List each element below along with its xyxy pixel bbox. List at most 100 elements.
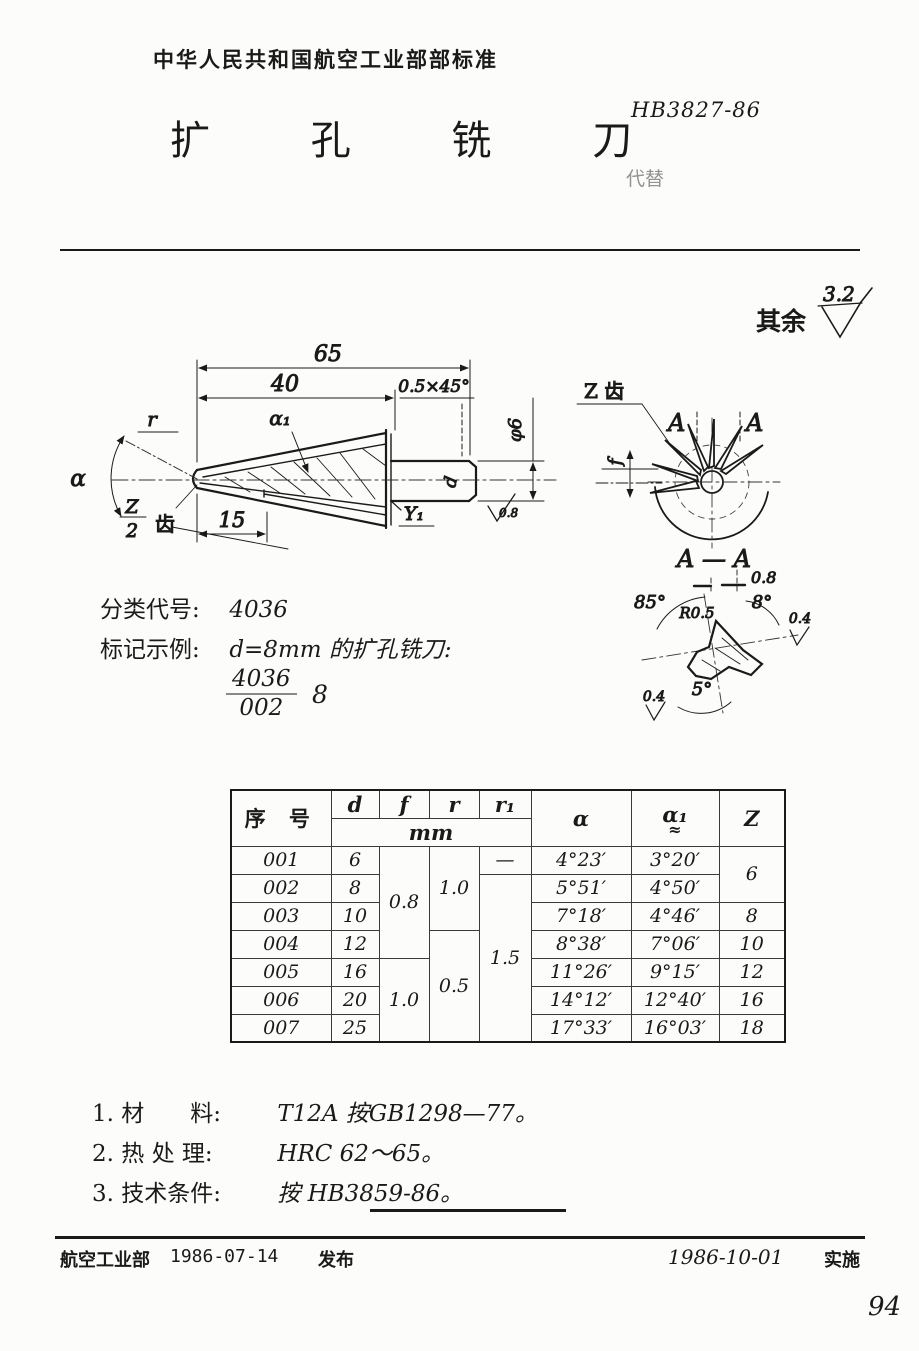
table-row: 006 20 14°12′ 12°40′ 16 [230,985,786,1015]
cell-z: 16 [718,985,786,1015]
marking-example-value: d=8mm 的扩孔铣刀: [229,637,452,663]
cell-seq: 005 [230,957,332,987]
cell-alpha: 7°18′ [530,901,632,931]
cell-d: 8 [330,873,380,903]
cell-z-merged: 6 [718,845,786,903]
surface-finish-value: 3.2 [823,282,855,306]
cell-r-merged: 1.0 [428,845,480,931]
y1-label: Y₁ [404,503,424,525]
unit-header-mm: mm [330,817,532,847]
note-value: HRC 62～65。 [277,1141,445,1167]
marking-example-label: 标记示例: [100,637,200,663]
angle-5-label: 5° [692,679,712,700]
note-label: 3. 技术条件: [92,1181,222,1207]
cell-r-merged: 0.5 [428,929,480,1043]
cell-r1: — [478,845,532,875]
end-view-annotations: Z 齿 f A A [576,379,764,498]
roughness-check-icon [821,287,873,339]
table-row: 007 25 17°33′ 16°03′ 18 [230,1013,786,1043]
cell-alpha: 14°12′ [530,985,632,1015]
dim-40-label: 40 [270,372,299,397]
cell-alpha1: 16°03′ [630,1013,720,1043]
angle-8-label: 8° [752,592,772,613]
radius-r05-label: R0.5 [678,604,714,622]
footer-implementation-label: 实施 [824,1250,860,1270]
col-header-d: d [330,789,380,819]
surface-finish-others-label: 其余 [756,307,806,336]
cell-d: 6 [330,845,380,875]
centerlines [111,440,557,481]
cell-alpha: 8°38′ [530,929,632,959]
cell-alpha1: 12°40′ [630,985,720,1015]
roughness-check-icon [487,493,516,523]
surface-finish-note: 其余 3.2 [756,282,873,339]
approx-symbol: ≈ [668,819,682,839]
cell-alpha: 11°26′ [530,957,632,987]
f-offset-label: f [605,455,626,467]
roughness-08-value: 0.8 [499,506,518,520]
shank-diameter-label: φ6 [505,418,526,442]
designation-fraction-numerator: 4036 [226,668,297,695]
cutter-end-view [647,417,781,549]
page-number: 94 [868,1292,902,1322]
note-value: T12A 按GB1298—77。 [277,1101,538,1127]
parameter-table: 序 号 d f r r₁ α α₁≈ Z mm 001 6 0.8 1.0 — … [230,789,786,1043]
end-of-text-divider [370,1209,566,1212]
section-hatching [224,448,387,500]
land-width-value: 0.8 [751,568,776,587]
section-letter-a-left: A [666,409,685,437]
cell-seq: 001 [230,845,332,875]
col-header-z: Z [718,789,786,847]
section-letter-a-right: A [744,409,763,437]
note-label: 2. 热 处 理: [92,1141,213,1167]
cell-f-merged: 0.8 [378,845,430,959]
col-header-alpha1: α₁≈ [630,789,720,847]
roughness-check-icon [789,626,810,647]
table-row: 001 6 0.8 1.0 — 4°23′ 3°20′ 6 [230,845,786,959]
cell-alpha1: 3°20′ [630,845,720,875]
designation-fraction-denominator: 002 [239,695,284,721]
cell-d: 10 [330,901,380,931]
cell-d: 16 [330,957,380,987]
rake-angle-r-label: r [147,407,158,431]
roughness-04-bottom-value: 0.4 [643,689,665,705]
footer-issue-date: 1986-07-14 [170,1246,279,1267]
d-diameter-label: d [440,474,462,489]
col-header-f: f [378,789,430,819]
dim-65-label: 65 [314,342,342,367]
cell-d: 12 [330,929,380,959]
classification-code-row: 分类代号: 4036 [100,590,288,624]
col-header-seq: 序 号 [230,789,332,847]
table-row: 005 16 1.0 11°26′ 9°15′ 12 [230,957,786,1043]
col-header-alpha: α [530,789,632,847]
page-title: 扩 孔 铣 刀 [170,118,677,164]
classification-code-value: 4036 [229,597,288,623]
cell-z: 8 [718,901,786,931]
z-teeth-label: Z 齿 [584,379,624,403]
cell-d: 25 [330,1013,380,1043]
header-divider-line [60,249,860,251]
alpha-angle-label: α [70,466,86,492]
alpha1-callout: α₁ [269,406,291,430]
chamfer-label: 0.5×45° [398,377,469,397]
section-title: A — A [675,545,751,573]
roughness-check-icon [645,701,666,722]
cell-z: 18 [718,1013,786,1043]
cell-seq: 007 [230,1013,332,1043]
cell-seq: 002 [230,873,332,903]
cell-z: 10 [718,929,786,959]
note-heat-treatment: 2. 热 处 理: HRC 62～65。 [92,1134,444,1168]
table-row: 002 8 1.5 5°51′ 4°50′ [230,873,785,1043]
teeth-char-label: 齿 [155,512,175,536]
note-label: 1. 材 料: [92,1101,222,1127]
cell-d: 20 [330,985,380,1015]
cell-alpha: 5°51′ [530,873,632,903]
designation-fraction: 4036 002 [226,668,297,720]
classification-code-label: 分类代号: [100,597,200,623]
cell-alpha: 17°33′ [530,1013,632,1043]
cell-seq: 003 [230,901,332,931]
angle-85-label: 85° [634,592,666,613]
footer-publish-label: 发布 [318,1250,354,1270]
note-material: 1. 材 料: T12A 按GB1298—77。 [92,1094,538,1128]
